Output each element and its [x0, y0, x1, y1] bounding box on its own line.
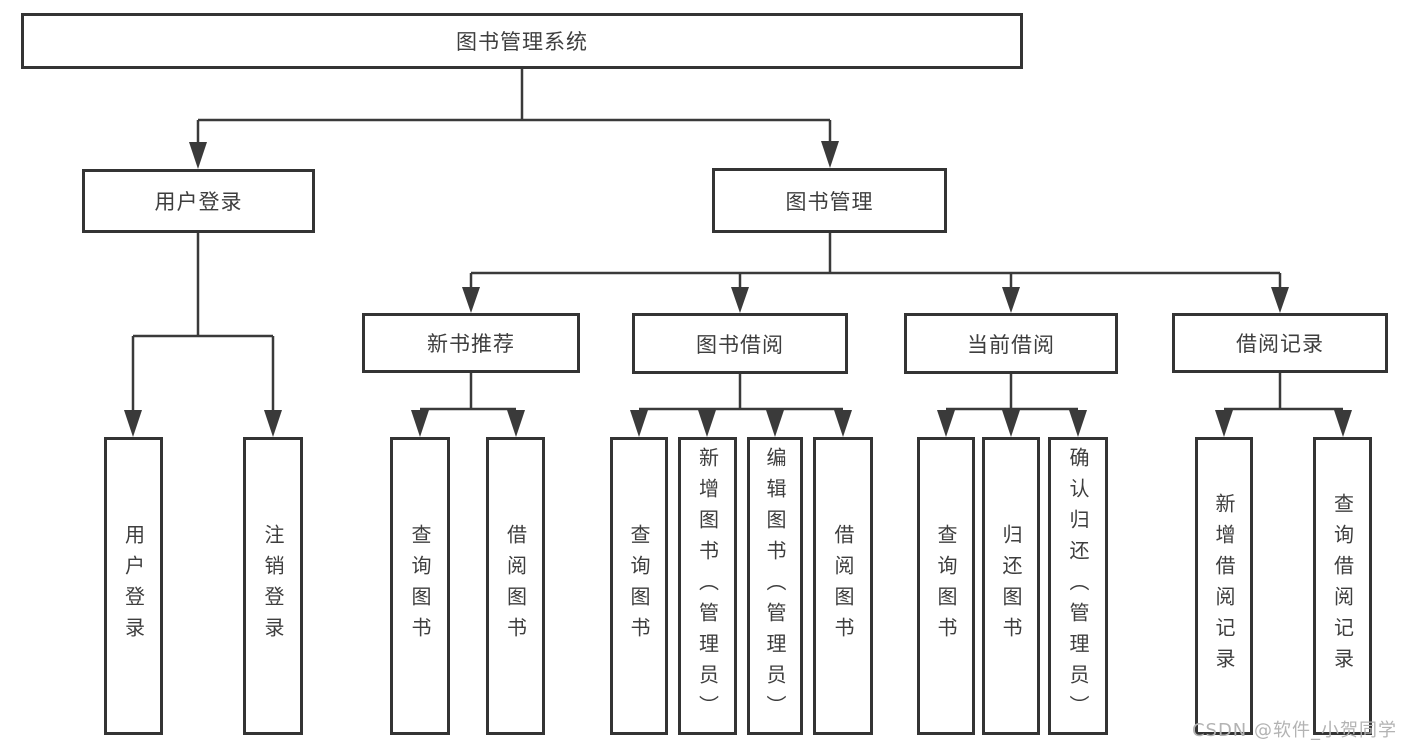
node-label: 用户登录 — [154, 190, 243, 214]
edge-borrowrecords-to-leaves — [1224, 373, 1343, 411]
watermark: CSDN @软件_小贺同学 — [1191, 720, 1397, 741]
connector-edges — [131, 68, 1343, 411]
node-label: 图书借阅 — [696, 332, 784, 357]
leaf-add-borrow-record: 新增借阅记录 — [1195, 437, 1253, 735]
leaf-borrow-books-borrowing: 借阅图书 — [813, 437, 873, 735]
node-current-borrowing: 当前借阅 — [904, 313, 1118, 374]
node-label: 借阅记录 — [1236, 332, 1324, 356]
node-user-login: 用户登录 — [82, 169, 315, 233]
node-book-management: 图书管理 — [712, 168, 947, 233]
node-label: 查询图书 — [627, 524, 651, 648]
edge-currentborrow-to-leaves — [946, 374, 1078, 411]
node-borrowing-records: 借阅记录 — [1172, 313, 1388, 373]
edge-root-to-level2 — [196, 68, 832, 142]
node-label: 归还图书 — [999, 524, 1023, 648]
leaf-edit-books-admin: 编辑图书（管理员） — [747, 437, 803, 735]
node-label: 确认归还（管理员） — [1066, 446, 1090, 726]
node-label: 当前借阅 — [967, 332, 1055, 357]
node-label: 用户登录 — [121, 524, 146, 648]
node-label: 图书管理系统 — [456, 30, 588, 54]
node-label: 新书推荐 — [427, 332, 515, 356]
node-label: 编辑图书（管理员） — [763, 446, 787, 726]
leaf-query-books-current: 查询图书 — [917, 437, 975, 735]
node-label: 图书管理 — [785, 189, 874, 214]
leaf-add-books-admin: 新增图书（管理员） — [678, 437, 737, 735]
edge-userlogin-to-leaves — [131, 233, 275, 410]
node-label: 新增图书（管理员） — [695, 446, 720, 726]
leaf-query-books-recommend: 查询图书 — [390, 437, 450, 735]
node-label: 查询借阅记录 — [1330, 493, 1355, 679]
node-book-borrowing: 图书借阅 — [632, 313, 848, 374]
leaf-logout-login: 注销登录 — [243, 437, 303, 735]
node-book-management-system: 图书管理系统 — [21, 13, 1023, 69]
leaf-return-books: 归还图书 — [982, 437, 1040, 735]
edge-newbookrec-to-leaves — [420, 373, 516, 411]
leaf-query-books-borrowing: 查询图书 — [610, 437, 668, 735]
node-label: 借阅图书 — [831, 524, 855, 648]
node-label: 查询图书 — [408, 524, 432, 648]
leaf-query-borrow-record: 查询借阅记录 — [1313, 437, 1372, 735]
node-label: 注销登录 — [261, 524, 285, 648]
node-new-book-recommend: 新书推荐 — [362, 313, 580, 373]
node-label: 查询图书 — [934, 524, 958, 648]
leaf-confirm-return-admin: 确认归还（管理员） — [1048, 437, 1108, 735]
arrowheads — [124, 141, 1352, 437]
leaf-user-login: 用户登录 — [104, 437, 163, 735]
edge-bookborrow-to-leaves — [639, 374, 843, 411]
leaf-borrow-books-recommend: 借阅图书 — [486, 437, 545, 735]
node-label: 新增借阅记录 — [1212, 493, 1236, 679]
edge-bookmgmt-to-level3 — [469, 233, 1282, 287]
node-label: 借阅图书 — [503, 524, 528, 648]
